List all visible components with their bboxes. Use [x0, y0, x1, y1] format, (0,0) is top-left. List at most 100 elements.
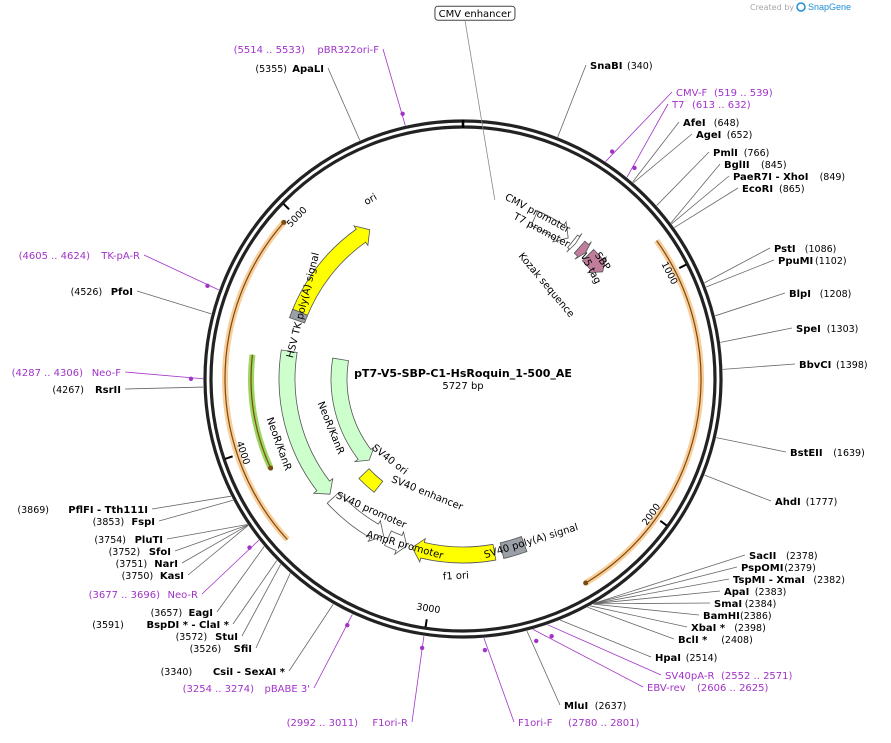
enzyme-position: (1777): [806, 497, 838, 508]
enzyme-bcli: BclI *(2408): [587, 606, 753, 646]
enzyme-name: AhdI: [775, 497, 801, 508]
enzyme-name: BstEII: [790, 448, 823, 459]
enzyme-position: (1303): [827, 324, 859, 335]
enzyme-agei: AgeI(652): [633, 130, 752, 184]
enzyme-eagi: EagI (3657): [151, 546, 265, 619]
enzyme-bglii: BglII(845): [670, 160, 787, 224]
enzyme-position: (2378): [786, 551, 818, 562]
enzyme-ahdi: AhdI (1777): [704, 474, 838, 508]
enzyme-position: (3657): [151, 608, 183, 619]
tick-mark-2000: [659, 520, 668, 527]
enzyme-name: BspDI * - ClaI *: [146, 620, 229, 631]
enzyme-sfii: SfiI(3526): [190, 573, 291, 655]
enzyme-leader-paer7i-xhoi: [671, 175, 730, 225]
primer-ebv-rev: EBV-rev(2606 .. 2625): [532, 629, 769, 694]
primer-site-neo-r: [247, 545, 252, 550]
feature-shape: [566, 233, 583, 253]
orf-arrowhead: [268, 465, 274, 471]
enzyme-position: (766): [744, 148, 770, 159]
enzyme-name: HpaI: [655, 653, 681, 664]
enzyme-pmli: PmlI(766): [656, 148, 770, 206]
primer-site-neo-f: [188, 376, 194, 381]
feature-ori: [291, 225, 371, 318]
plasmid-name: pT7-V5-SBP-C1-HsRoquin_1-500_AE: [354, 367, 572, 380]
enzyme-position: (2514): [686, 653, 718, 664]
enzyme-csii-sexai: CsiI - SexAI *(3340): [161, 604, 334, 678]
enzyme-leader-fspi: [158, 499, 234, 522]
enzyme-leader-agei: [633, 133, 693, 184]
feature-neor-kanr: [278, 349, 334, 495]
enzyme-position: (1639): [833, 448, 865, 459]
primer-position: (4605 .. 4624): [19, 251, 91, 262]
feature-label-hsv-tk-poly-a-signal: HSV TK poly(A) signal: [285, 252, 322, 360]
enzyme-name: PstI: [774, 244, 796, 255]
feature-shape: [326, 491, 385, 543]
tick-mark-5000: [282, 202, 290, 210]
enzyme-position: (2384): [745, 599, 777, 610]
orf-line: [585, 240, 702, 584]
enzyme-position: (3754): [94, 535, 126, 546]
enzyme-name: CsiI - SexAI *: [213, 667, 286, 678]
enzyme-position: (2379): [784, 563, 816, 574]
enzyme-leader-pluti: [166, 524, 248, 540]
primer-t7: T7(613 .. 632): [626, 100, 751, 178]
enzyme-ecori: EcoRI(865): [674, 184, 805, 228]
enzyme-leader-bsteii: [716, 437, 787, 453]
enzyme-leader-bbvci: [722, 363, 796, 370]
orf-arrowhead: [583, 580, 589, 586]
enzyme-position: (1086): [805, 244, 837, 255]
feature-sv40-ori: [358, 468, 384, 493]
enzyme-leader-pfoi: [136, 290, 212, 315]
primer-name: F1ori-R: [372, 718, 408, 729]
enzyme-name: AgeI: [696, 130, 721, 141]
enzyme-leader-apali: [327, 67, 361, 141]
enzyme-leader-smai: [593, 602, 711, 605]
enzyme-position: (2386): [740, 611, 772, 622]
enzyme-sfoi: SfoI(3752): [109, 524, 248, 558]
enzyme-apai: ApaI(2383): [593, 587, 786, 605]
enzyme-position: (2398): [734, 623, 766, 634]
enzyme-fspi: FspI(3853): [93, 499, 234, 528]
primer-neo-f: Neo-F(4287 .. 4306): [12, 368, 204, 381]
primer-layer: CMV-F(519 .. 539)T7(613 .. 632)SV40pA-R(…: [12, 45, 793, 729]
primer-site-ebv-rev: [534, 638, 539, 644]
primer-name: CMV-F: [676, 88, 707, 99]
enzyme-pspomi: PspOMI(2379): [594, 563, 816, 604]
enzyme-leader-ecori: [674, 187, 739, 228]
primer-position: (2780 .. 2801): [568, 718, 640, 729]
enzyme-leader-nari: [181, 524, 249, 564]
feature-shape: [499, 536, 528, 559]
primer-position: (5514 .. 5533): [234, 45, 306, 56]
enzyme-name: PluTI: [135, 535, 163, 546]
enzyme-leader-tspmi-xmai: [593, 578, 730, 604]
enzyme-bamhi: BamHI(2386): [593, 603, 772, 622]
enzyme-position: (1208): [820, 289, 852, 300]
enzyme-spei: SpeI(1303): [720, 324, 859, 343]
enzyme-psti: PstI (1086): [704, 244, 837, 284]
enzyme-name: XbaI *: [691, 623, 726, 634]
enzyme-sacii: SacII(2378): [594, 551, 818, 604]
feature-sv40-promoter: [326, 491, 385, 543]
feature-hsv-tk-poly-a-signal: [289, 308, 309, 324]
enzyme-position: (2382): [813, 575, 845, 586]
primer-position: (2606 .. 2625): [697, 683, 769, 694]
enzyme-bbvci: BbvCI(1398): [722, 360, 868, 371]
primer-name: F1ori-F: [518, 718, 553, 729]
enzyme-leader-pflfi-tth111i: [151, 495, 231, 510]
created-by-text: Created by: [750, 3, 794, 12]
enzyme-leader-bglii: [670, 163, 721, 224]
primer-site-f1ori-f: [482, 647, 488, 653]
feature-v5-tag: [573, 240, 592, 260]
tick-mark-1000: [678, 263, 687, 270]
primer-f1ori-f: F1ori-F (2780 .. 2801): [482, 638, 640, 729]
enzyme-leader-bamhi: [593, 603, 700, 616]
feature-label-sv40-ori: SV40 ori: [370, 443, 410, 478]
enzyme-name: SnaBI: [590, 61, 622, 72]
enzyme-mlui: MluI(2637): [526, 630, 626, 712]
enzyme-name: EagI: [189, 608, 213, 619]
primer-position: (2552 .. 2571): [721, 671, 793, 682]
enzyme-position: (5355): [255, 64, 287, 75]
primer-position: (613 .. 632): [692, 100, 751, 111]
enzyme-name: BbvCI: [799, 360, 831, 371]
